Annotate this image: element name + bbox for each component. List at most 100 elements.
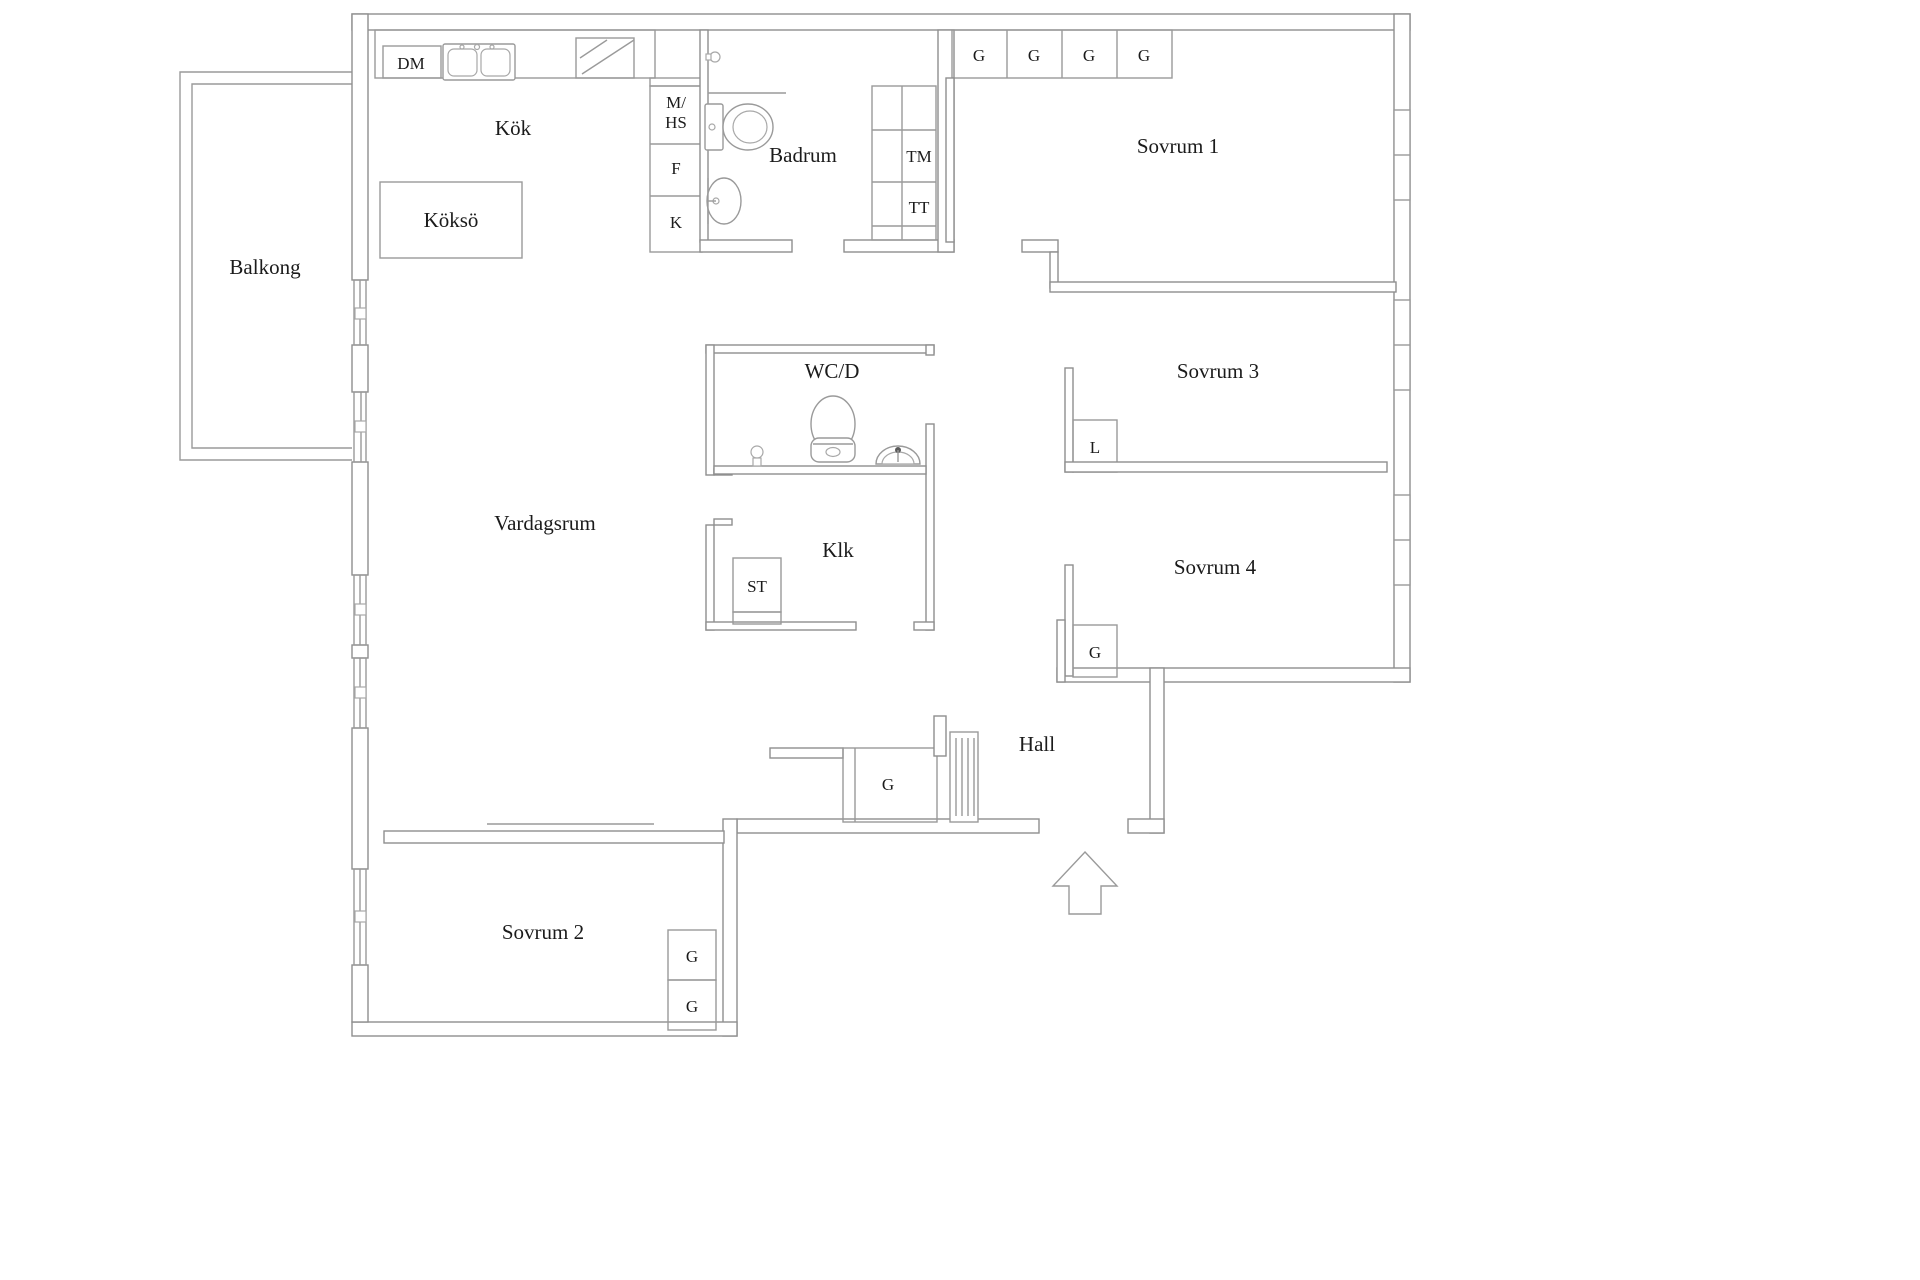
closet-label-st: ST: [747, 577, 767, 596]
bedroom2: Sovrum 2 G G: [383, 823, 725, 1031]
window-handle-icon: [354, 307, 367, 320]
left-wall-windows: [353, 279, 367, 966]
sink-icon: [706, 177, 742, 225]
room-label-sovrum3: Sovrum 3: [1177, 359, 1259, 383]
island-label-kokso: Köksö: [424, 208, 479, 232]
room-label-badrum: Badrum: [769, 143, 837, 167]
corner-cabinet-icon: [575, 37, 635, 79]
unit-label-m: M/: [666, 93, 686, 112]
label-washing-machine: TM: [906, 147, 932, 166]
hall: Hall G: [769, 715, 1119, 915]
closet-label-g: G: [973, 46, 985, 65]
shower-mixer-icon: [750, 445, 764, 467]
unit-label-f: F: [671, 159, 680, 178]
wall-bottom-right-of-entry: [1127, 818, 1165, 834]
bedroom4: G Sovrum 4: [1056, 555, 1257, 683]
kitchen-island: [379, 181, 523, 259]
closet-label-l: L: [1090, 438, 1100, 457]
toilet-icon: [704, 103, 774, 151]
sink-icon: [875, 445, 921, 465]
label-dryer: TT: [909, 198, 930, 217]
sovrum1-wall-bottom: [1049, 281, 1397, 293]
dishwasher-label: DM: [397, 54, 424, 73]
wall-left-seg3: [351, 461, 369, 576]
balcony-door: [353, 391, 367, 463]
wall-left-seg2: [351, 344, 369, 393]
closet-label-g: G: [882, 775, 894, 794]
sovrum2-wall-top: [383, 830, 725, 844]
balcony: Balkong: [179, 71, 352, 461]
wall-sovrum2-bottom: [351, 1021, 738, 1037]
window-sovrum1: [1393, 109, 1411, 201]
door-handle-icon: [354, 420, 367, 433]
unit-label-hs: HS: [665, 113, 687, 132]
wcd-wall-top: [705, 344, 935, 354]
bedroom1: G G G G Sovrum 1: [945, 29, 1397, 293]
wall-bottom-left-of-entry: [736, 818, 1040, 834]
radiator-icon: [949, 731, 979, 823]
bathroom: Badrum TM TT: [699, 29, 955, 253]
wall-left-seg6: [351, 964, 369, 1023]
klk-door-jamb-bottom: [713, 518, 733, 526]
sovrum2-wardrobes: G G: [667, 929, 717, 1031]
sovrum1-door-jamb: [1021, 239, 1059, 253]
room-label-sovrum4: Sovrum 4: [1174, 555, 1257, 579]
wall-left-seg5: [351, 727, 369, 870]
hall-wall-stub: [933, 715, 947, 757]
kitchen-tall-units: M/ HS F K: [649, 77, 703, 253]
balcony-railing-inner: [191, 83, 352, 449]
sovrum1-wall-left: [945, 77, 955, 243]
wcd-klk-divider-wall: [713, 465, 927, 475]
room-label-sovrum1: Sovrum 1: [1137, 134, 1219, 158]
window-sovrum3: [1393, 299, 1411, 391]
room-label-sovrum2: Sovrum 2: [502, 920, 584, 944]
wcd-wall-right: [925, 423, 935, 631]
kitchen-sink-icon: [442, 43, 516, 81]
room-label-wcd: WC/D: [805, 359, 860, 383]
window-handle-icon: [354, 686, 367, 699]
unit-label-k: K: [670, 213, 683, 232]
wcd-wall-left-upper: [705, 344, 715, 476]
closet-label-g: G: [1028, 46, 1040, 65]
window: [353, 657, 367, 729]
closet-label-g: G: [1083, 46, 1095, 65]
room-label-vardagsrum: Vardagsrum: [494, 511, 595, 535]
right-wall-windows: [1393, 109, 1411, 586]
hall-wardrobe: G: [842, 747, 938, 823]
balcony-railing-outer: [179, 71, 352, 461]
room-label-hall: Hall: [1019, 732, 1055, 756]
wall-left-seg1: [351, 13, 369, 281]
hall-wall-left-of-closet: [769, 747, 844, 759]
laundry-niche: TM TT: [871, 85, 937, 241]
window-sovrum2: [353, 868, 367, 966]
closet-label-g: G: [686, 997, 698, 1016]
wall-step-down: [722, 818, 738, 1037]
wall-hall-right: [1149, 667, 1165, 834]
sovrum3-wall-bottom: [1064, 461, 1388, 473]
closet-label-g: G: [1089, 643, 1101, 662]
badrum-wall-bottom-left: [699, 239, 793, 253]
room-label-kok: Kök: [495, 116, 532, 140]
toilet-icon: [810, 395, 856, 463]
wc-klk-block: WC/D Klk ST: [705, 344, 935, 631]
wardrobe-row: G G G G: [951, 29, 1173, 79]
window-handle-icon: [354, 603, 367, 616]
entry-arrow-icon: [1051, 850, 1119, 915]
closet-label-g: G: [1138, 46, 1150, 65]
wcd-door-jamb: [925, 344, 935, 356]
kitchen: DM Kök Köksö M/ HS F K: [374, 29, 703, 259]
dishwasher: [382, 45, 442, 79]
wardrobe: [1072, 624, 1118, 678]
hall-wall-top-left: [1056, 619, 1066, 683]
room-label-balkong: Balkong: [229, 255, 301, 279]
window: [353, 574, 367, 646]
closet-label-g: G: [686, 947, 698, 966]
bedroom3: L Sovrum 3: [1064, 359, 1388, 473]
sovrum3-wall-left: [1064, 367, 1074, 473]
wall-left-seg4: [351, 644, 369, 659]
closet-st-shelf: [732, 611, 782, 625]
wall-sovrum4-bottom: [1056, 667, 1411, 683]
wall-top: [351, 13, 1411, 31]
